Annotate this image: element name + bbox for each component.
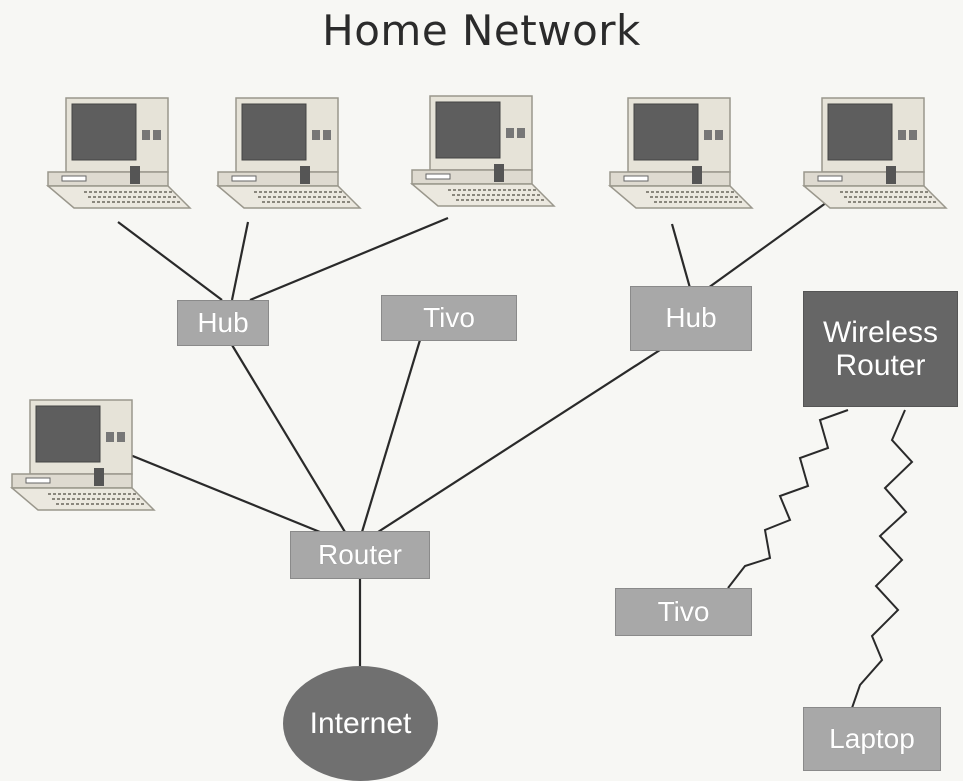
link-computer1-hub [117, 221, 223, 301]
hub-right-label: Hub [665, 302, 717, 334]
wireless-link-laptop [851, 409, 914, 709]
laptop-box: Laptop [803, 707, 941, 771]
link-computer5-hubright [707, 199, 831, 289]
wireless-router-box: Wireless Router [803, 291, 958, 407]
laptop-label: Laptop [829, 722, 915, 754]
desktop-computer-icon [803, 97, 947, 209]
link-hub-router [231, 344, 346, 533]
internet-cloud: Internet [283, 666, 438, 781]
link-computer4-hubright [670, 223, 692, 289]
tivo-wireless-label: Tivo [657, 595, 710, 627]
link-computer3-hub [249, 216, 449, 302]
wireless-router-label: Wireless Router [822, 316, 938, 382]
desktop-computer-icon [411, 95, 555, 207]
tivo-top-box: Tivo [381, 295, 517, 341]
desktop-computer-icon [47, 97, 191, 209]
link-computer6-router [117, 448, 321, 534]
link-tivo-router [360, 339, 422, 533]
tivo-top-label: Tivo [423, 301, 475, 333]
link-computer2-hub [230, 221, 250, 301]
internet-label: Internet [309, 706, 412, 740]
desktop-computer-icon [609, 97, 753, 209]
diagram-title: Home Network [322, 6, 641, 55]
desktop-computer-icon [11, 399, 155, 511]
tivo-wireless-box: Tivo [615, 588, 752, 636]
wired-links [117, 199, 831, 666]
hub-left-label: Hub [197, 306, 249, 338]
router-box: Router [290, 531, 430, 579]
wireless-link-tivo [727, 409, 849, 589]
wireless-links [727, 409, 914, 709]
link-hubright-router [377, 349, 661, 533]
hub-left-box: Hub [177, 300, 269, 346]
desktop-computer-icon [217, 97, 361, 209]
hub-right-box: Hub [630, 286, 752, 351]
router-label: Router [317, 538, 403, 570]
